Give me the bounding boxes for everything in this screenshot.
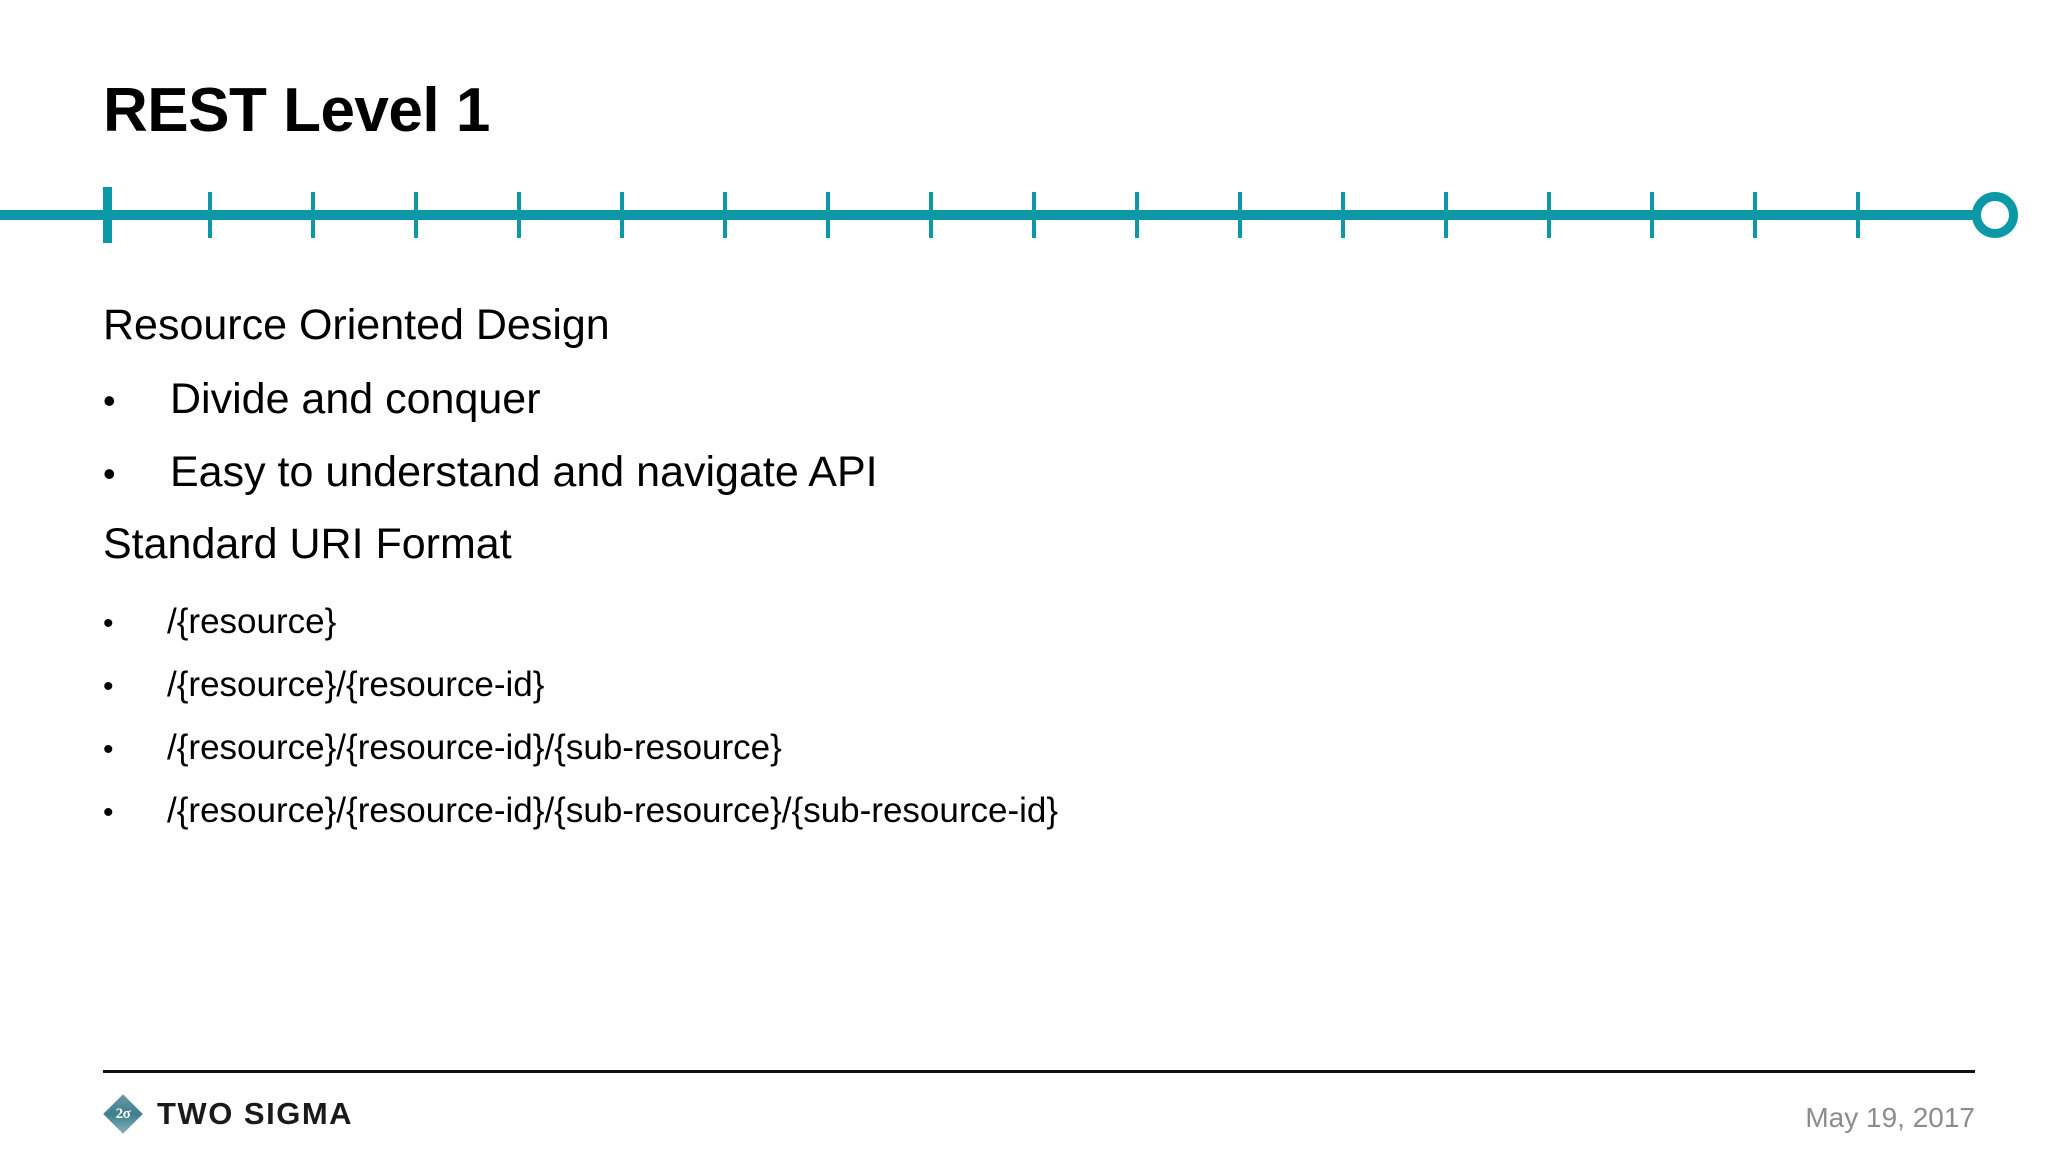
list-item: • /{resource} — [103, 602, 336, 642]
timeline-tick — [1444, 192, 1448, 238]
timeline-endcap-circle-icon — [1972, 192, 2018, 238]
list-item: • Easy to understand and navigate API — [103, 448, 878, 497]
bullet-icon: • — [103, 670, 114, 703]
timeline-rail — [0, 210, 1973, 220]
list-item-label: Easy to understand and navigate API — [170, 448, 878, 496]
timeline-tick — [826, 192, 830, 238]
timeline-tick — [1238, 192, 1242, 238]
timeline-tick — [929, 192, 933, 238]
list-item-label: /{resource}/{resource-id}/{sub-resource}… — [167, 791, 1059, 830]
timeline-tick — [1135, 192, 1139, 238]
timeline-tick — [311, 192, 315, 238]
bullet-icon: • — [103, 796, 114, 829]
section-heading: Standard URI Format — [103, 520, 512, 568]
list-item-label: Divide and conquer — [170, 375, 541, 423]
two-sigma-wordmark: TWO SIGMA — [157, 1096, 354, 1131]
timeline-tick — [1547, 192, 1551, 238]
list-item: • /{resource}/{resource-id}/{sub-resource… — [103, 791, 1058, 831]
section-heading: Resource Oriented Design — [103, 301, 610, 349]
timeline-tick — [1856, 192, 1860, 238]
list-item: • /{resource}/{resource-id} — [103, 665, 544, 705]
progress-timeline — [0, 185, 2048, 247]
timeline-tick — [517, 192, 521, 238]
timeline-tick — [620, 192, 624, 238]
page-title: REST Level 1 — [103, 76, 490, 145]
list-item-label: /{resource}/{resource-id}/{sub-resource} — [167, 728, 782, 767]
list-item: • /{resource}/{resource-id}/{sub-resource… — [103, 728, 782, 768]
timeline-tick — [414, 192, 418, 238]
list-item: • Divide and conquer — [103, 375, 541, 424]
timeline-tick — [723, 192, 727, 238]
timeline-tick — [1753, 192, 1757, 238]
bullet-icon: • — [103, 453, 116, 494]
list-item-label: /{resource} — [167, 602, 337, 641]
two-sigma-logo: 2σ TWO SIGMA — [103, 1094, 353, 1134]
timeline-tick — [1650, 192, 1654, 238]
footer-divider — [103, 1070, 1975, 1073]
timeline-tick — [1032, 192, 1036, 238]
timeline-tick — [1341, 192, 1345, 238]
bullet-icon: • — [103, 607, 114, 640]
timeline-tick-current — [103, 187, 112, 243]
timeline-tick — [208, 192, 212, 238]
two-sigma-glyph: 2σ — [115, 1105, 131, 1122]
bullet-icon: • — [103, 380, 116, 421]
footer-date: May 19, 2017 — [1805, 1102, 1975, 1133]
bullet-icon: • — [103, 733, 114, 766]
list-item-label: /{resource}/{resource-id} — [167, 665, 545, 704]
two-sigma-diamond-icon: 2σ — [103, 1094, 143, 1134]
